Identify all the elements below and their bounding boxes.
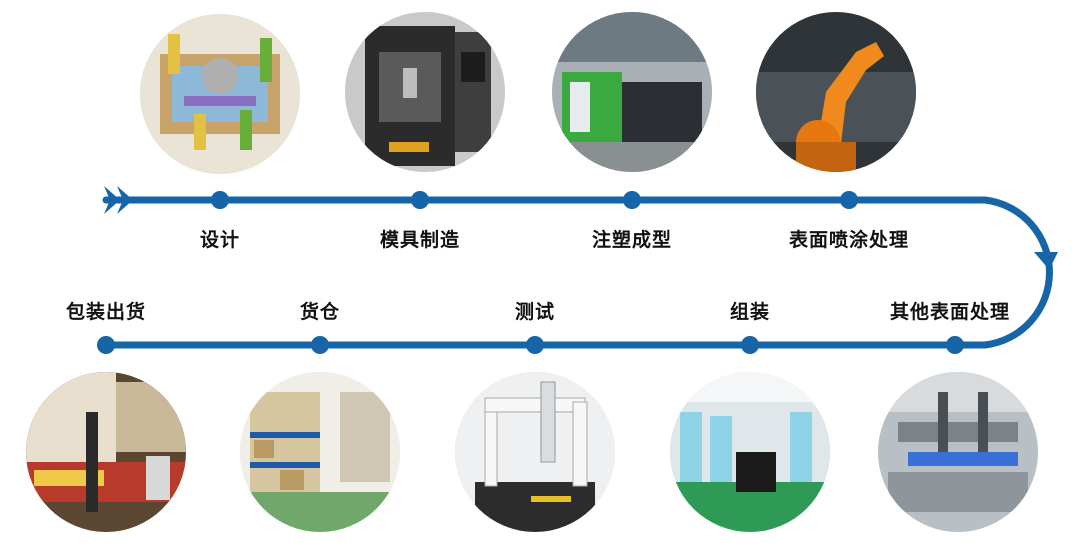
photo-spray-coating <box>756 12 916 172</box>
down-arrow-icon <box>1034 252 1058 276</box>
photo-testing <box>455 372 615 532</box>
step-label-packing-shipping: 包装出货 <box>65 301 147 323</box>
step-label-injection-molding: 注塑成型 <box>591 229 673 251</box>
step-label-testing: 测试 <box>514 301 556 323</box>
start-chevron-icon <box>104 186 120 214</box>
photo-design <box>140 14 300 174</box>
step-label-spray-coating: 表面喷涂处理 <box>788 229 910 251</box>
step-dot-packing-shipping <box>97 336 115 354</box>
photo-other-surface-treatment <box>878 372 1038 532</box>
step-dot-injection-molding <box>623 191 641 209</box>
photo-assembly <box>670 372 830 532</box>
photo-mold-making <box>345 12 505 172</box>
top-flow-line <box>100 196 1053 349</box>
step-label-other-surface-treatment: 其他表面处理 <box>889 301 1011 323</box>
start-chevron-icon <box>117 186 133 214</box>
photo-injection-molding <box>552 12 712 172</box>
step-label-design: 设计 <box>199 229 241 251</box>
step-dot-assembly <box>741 336 759 354</box>
photo-warehouse <box>240 372 400 532</box>
photo-packing-shipping <box>26 372 186 532</box>
step-dot-mold-making <box>411 191 429 209</box>
step-dot-other-surface-treatment <box>946 336 964 354</box>
step-label-assembly: 组装 <box>729 301 771 323</box>
step-label-warehouse: 货仓 <box>299 301 341 323</box>
step-label-mold-making: 模具制造 <box>379 229 461 251</box>
step-dot-design <box>211 191 229 209</box>
step-dot-spray-coating <box>840 191 858 209</box>
step-dot-warehouse <box>311 336 329 354</box>
step-dot-testing <box>526 336 544 354</box>
